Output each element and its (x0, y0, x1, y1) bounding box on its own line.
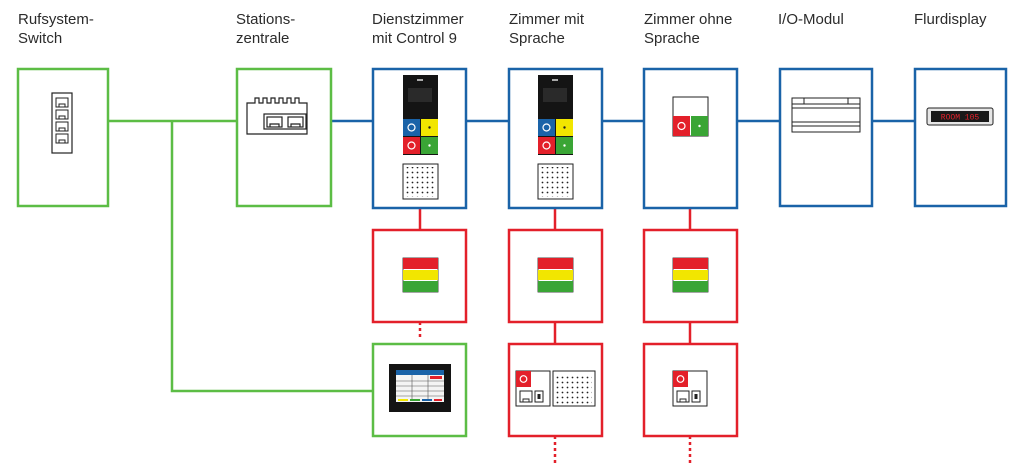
bedside-box-nospeech (642, 342, 739, 438)
speaker-grille-duty (402, 163, 439, 200)
io-module-device (791, 97, 861, 133)
switch-device (51, 92, 73, 154)
call-button-nospeech (672, 96, 709, 137)
display-text: ROOM 105 (941, 114, 980, 123)
room-speech-box (507, 67, 604, 210)
signal-lamp-box-nospeech (642, 228, 739, 324)
call-terminal-duty (403, 75, 438, 155)
signal-lamp-box-speech (507, 228, 604, 324)
bedside-call-unit-nospeech (672, 370, 708, 407)
label-zimmer-ohne-sprache: Zimmer ohne Sprache (644, 11, 733, 47)
label-io-modul: I/O-Modul (778, 11, 844, 28)
speaker-grille-bedside (552, 370, 596, 407)
io-module-box (778, 67, 874, 208)
label-stationszentrale: Stations- zentrale (236, 11, 296, 47)
label-dienstzimmer: Dienstzimmer mit Control 9 (372, 11, 464, 47)
switch-box (16, 67, 110, 208)
module-connections (418, 208, 692, 466)
network-connections (108, 119, 373, 393)
label-flurdisplay: Flurdisplay (914, 11, 987, 28)
bedside-call-unit-speech (515, 370, 551, 407)
control9-box (371, 342, 468, 438)
signal-lamp-box-duty (371, 228, 468, 324)
signal-lamp-duty (402, 257, 439, 293)
speaker-grille-speech (537, 163, 574, 200)
signal-lamp-nospeech (672, 257, 709, 293)
duty-room-box (371, 67, 468, 210)
control9-terminal (389, 364, 451, 412)
room-nospeech-box (642, 67, 739, 210)
station-box (235, 67, 333, 208)
corridor-display-device: ROOM 105 (926, 107, 994, 126)
corridor-display-box: ROOM 105 (913, 67, 1008, 208)
call-terminal-speech (538, 75, 573, 155)
label-rufsystem-switch: Rufsystem- Switch (18, 11, 94, 47)
station-device (246, 97, 308, 135)
label-zimmer-mit-sprache: Zimmer mit Sprache (509, 11, 584, 47)
bedside-box-speech (507, 342, 604, 438)
signal-lamp-speech (537, 257, 574, 293)
